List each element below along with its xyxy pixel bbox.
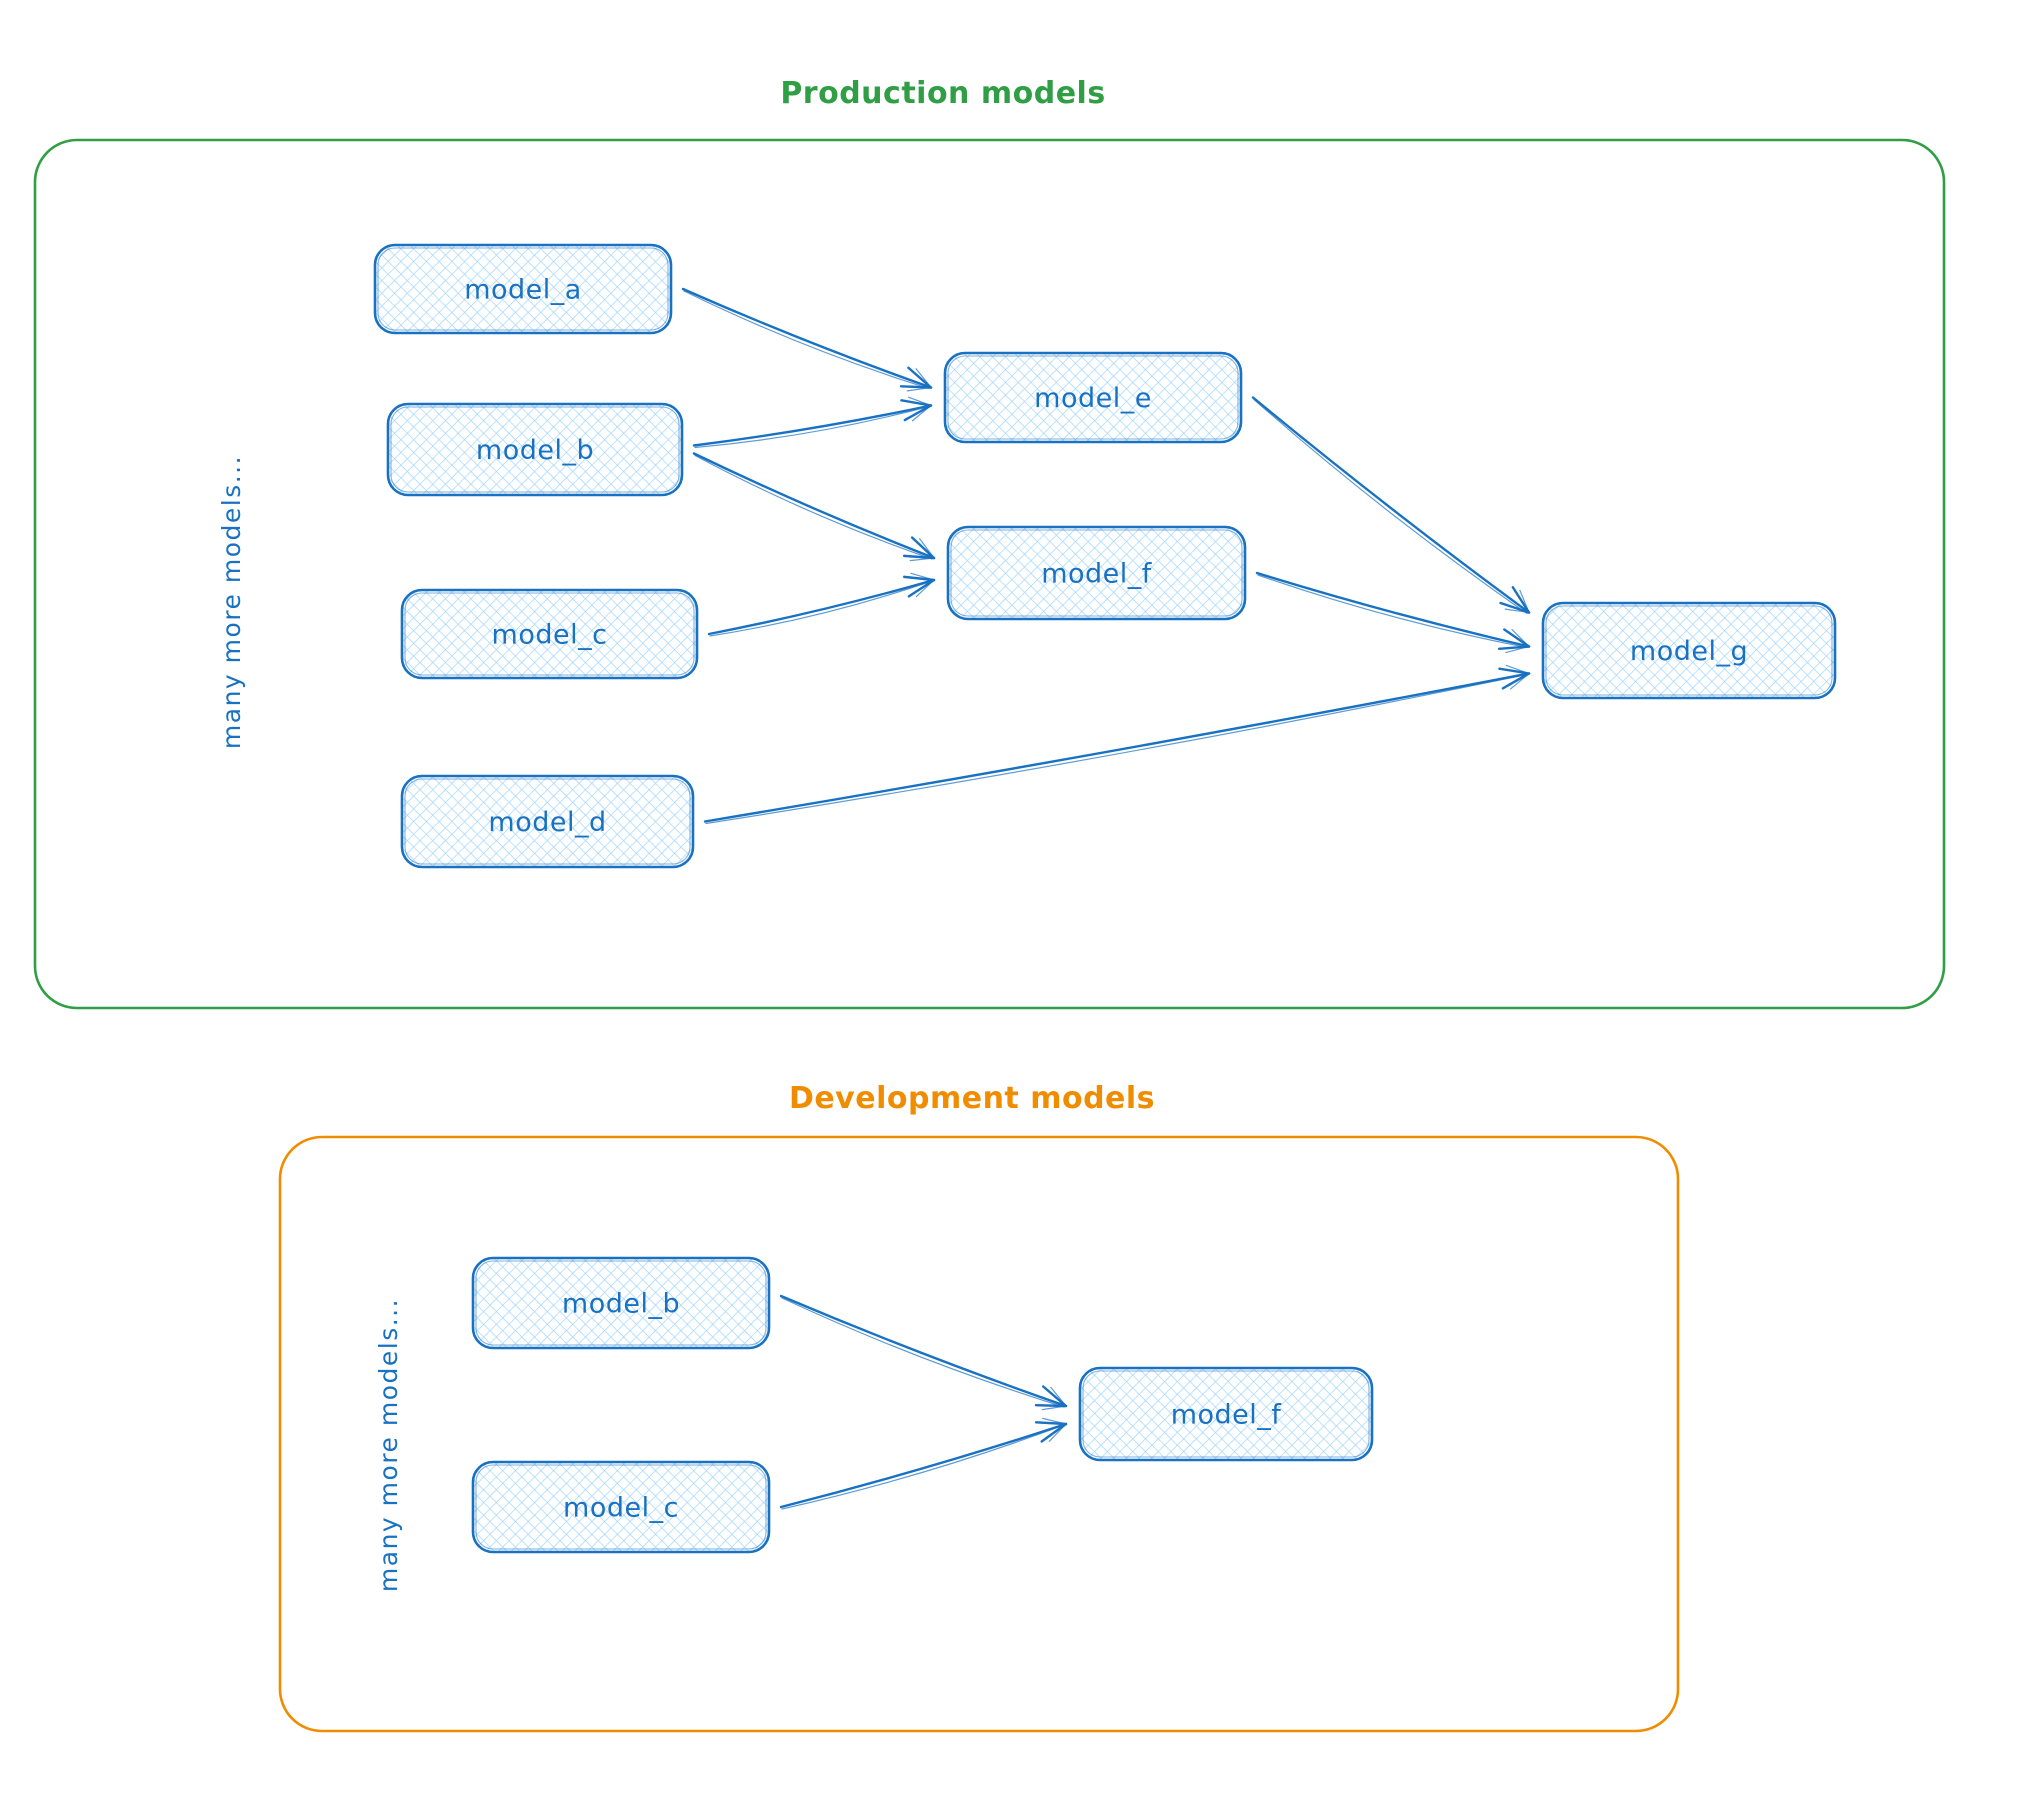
production-node-model_c-box-sketch	[404, 592, 695, 676]
development-container[interactable]	[278, 1135, 1680, 1733]
production-node-model_e[interactable]: model_e	[943, 351, 1243, 444]
production-node-model_e-label: model_e	[1034, 383, 1152, 414]
development-node-model_b-box[interactable]	[471, 1256, 771, 1350]
edge-production-model_f-to-model_g	[1255, 571, 1531, 654]
production-node-model_c-label: model_c	[492, 620, 608, 651]
containers-layer	[33, 138, 1946, 1733]
production-node-model_b-label: model_b	[476, 435, 594, 466]
production-node-model_g-label: model_g	[1630, 636, 1748, 667]
development-node-model_b-box-sketch	[475, 1260, 767, 1346]
development-node-model_f-box-sketch	[1082, 1370, 1370, 1458]
development-node-model_c-box-sketch	[475, 1464, 767, 1550]
edge-production-model_b-to-model_e	[692, 396, 933, 449]
edge-production-model_b-to-model_f	[692, 452, 936, 562]
edge-production-model_d-to-model_g	[703, 664, 1531, 825]
development-title: Development models	[789, 1081, 1155, 1116]
production-node-model_a[interactable]: model_a	[373, 243, 673, 335]
text-layer: Production models many more models... Deve…	[217, 76, 1155, 1592]
production-node-model_f-box-sketch	[950, 529, 1243, 617]
production-node-model_f[interactable]: model_f	[946, 525, 1247, 621]
production-node-model_f-label: model_f	[1041, 559, 1153, 590]
development-node-model_c[interactable]: model_c	[471, 1460, 771, 1554]
production-node-model_f-box[interactable]	[946, 525, 1247, 621]
production-title: Production models	[780, 76, 1105, 111]
edge-development-model_c-to-model_f	[779, 1417, 1068, 1510]
development-node-model_f-label: model_f	[1171, 1400, 1283, 1431]
production-node-model_g[interactable]: model_g	[1541, 601, 1837, 700]
production-node-model_d-label: model_d	[488, 807, 606, 838]
production-node-model_e-box-sketch	[947, 355, 1239, 440]
production-node-model_b-box[interactable]	[386, 402, 684, 497]
development-node-model_c-label: model_c	[563, 1493, 679, 1524]
development-node-model_f-box[interactable]	[1078, 1366, 1374, 1462]
development-node-model_f[interactable]: model_f	[1078, 1366, 1374, 1462]
production-node-model_d[interactable]: model_d	[400, 774, 695, 869]
development-node-model_b-label: model_b	[562, 1289, 680, 1320]
production-node-model_e-box[interactable]	[943, 351, 1243, 444]
production-node-model_d-box-sketch	[404, 778, 691, 865]
production-node-model_c-box[interactable]	[400, 588, 699, 680]
production-node-model_a-label: model_a	[464, 275, 582, 306]
development-node-model_b[interactable]: model_b	[471, 1256, 771, 1350]
edge-production-model_e-to-model_g	[1251, 396, 1531, 615]
production-node-model_b-box-sketch	[390, 406, 680, 493]
nodes-layer: model_a model_b model_c model_d model_emodel…	[373, 243, 1837, 1554]
development-side-label: many more models...	[374, 1298, 403, 1592]
edge-production-model_a-to-model_e	[681, 287, 933, 392]
edges-layer	[681, 287, 1531, 1510]
production-side-label: many more models...	[217, 455, 246, 749]
production-node-model_g-box[interactable]	[1541, 601, 1837, 700]
production-node-model_a-box[interactable]	[373, 243, 673, 335]
production-node-model_c[interactable]: model_c	[400, 588, 699, 680]
production-node-model_g-box-sketch	[1545, 605, 1833, 696]
edge-production-model_c-to-model_f	[707, 572, 936, 637]
production-node-model_a-box-sketch	[377, 247, 669, 331]
development-node-model_c-box[interactable]	[471, 1460, 771, 1554]
production-node-model_d-box[interactable]	[400, 774, 695, 869]
production-node-model_b[interactable]: model_b	[386, 402, 684, 497]
edge-development-model_b-to-model_f	[779, 1294, 1068, 1411]
production-container[interactable]	[33, 138, 1946, 1010]
